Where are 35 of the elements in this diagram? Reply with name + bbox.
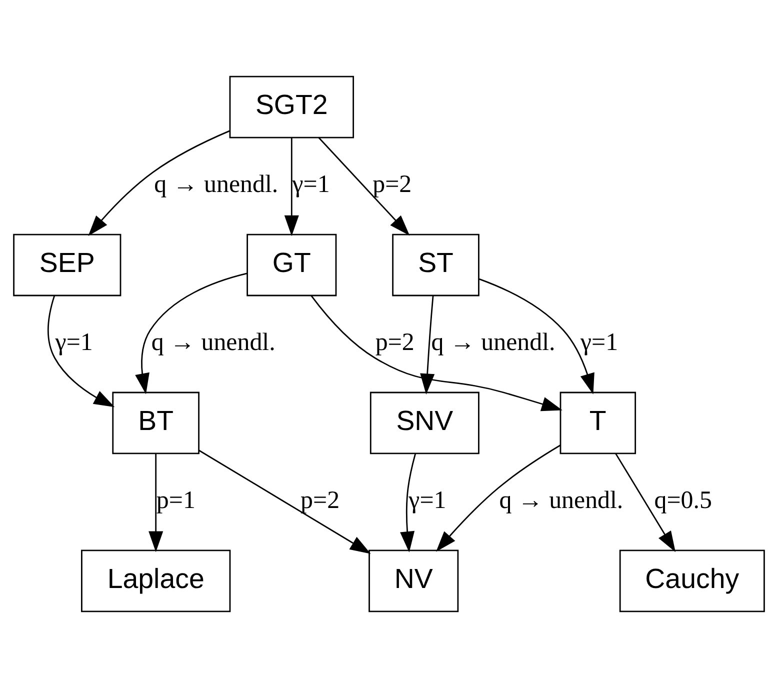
edge-label: q → unendl.: [499, 487, 624, 514]
node-box: NV: [368, 550, 459, 612]
node-box: ST: [392, 234, 480, 296]
edge-label: p=2: [300, 487, 340, 514]
node-box: Laplace: [81, 550, 231, 612]
arrow: [198, 450, 371, 554]
arrow: [88, 130, 230, 236]
arrow: [420, 296, 435, 394]
edge-label: q → unendl.: [154, 171, 278, 198]
edge-label: q → unendl.: [151, 329, 276, 356]
node-box: T: [560, 392, 636, 454]
arrow: [436, 444, 561, 552]
edge-label: q=0.5: [654, 487, 712, 514]
arrow: [615, 453, 676, 552]
node-box: BT: [112, 392, 200, 454]
arrow: [48, 295, 115, 408]
edge-label: γ=1: [408, 487, 446, 514]
edge-label: p=2: [372, 171, 412, 198]
edge-label: p=2: [375, 329, 414, 356]
edge-label: γ=1: [580, 329, 618, 356]
node-box: GT: [246, 234, 337, 296]
arrow: [310, 295, 562, 412]
arrow: [318, 137, 410, 236]
node-box: Cauchy: [619, 550, 765, 612]
arrow: [135, 272, 248, 394]
edge-label: γ=1: [55, 329, 93, 356]
arrow: [400, 454, 416, 552]
edge-label: p=1: [156, 487, 196, 514]
arrow: [284, 138, 299, 236]
node-box: SNV: [370, 392, 480, 454]
node-box: SGT2: [229, 76, 354, 138]
edge-label: q → unendl.: [431, 329, 556, 356]
arrow: [479, 278, 594, 394]
arrow: [148, 454, 164, 552]
node-box: SEP: [13, 234, 122, 296]
